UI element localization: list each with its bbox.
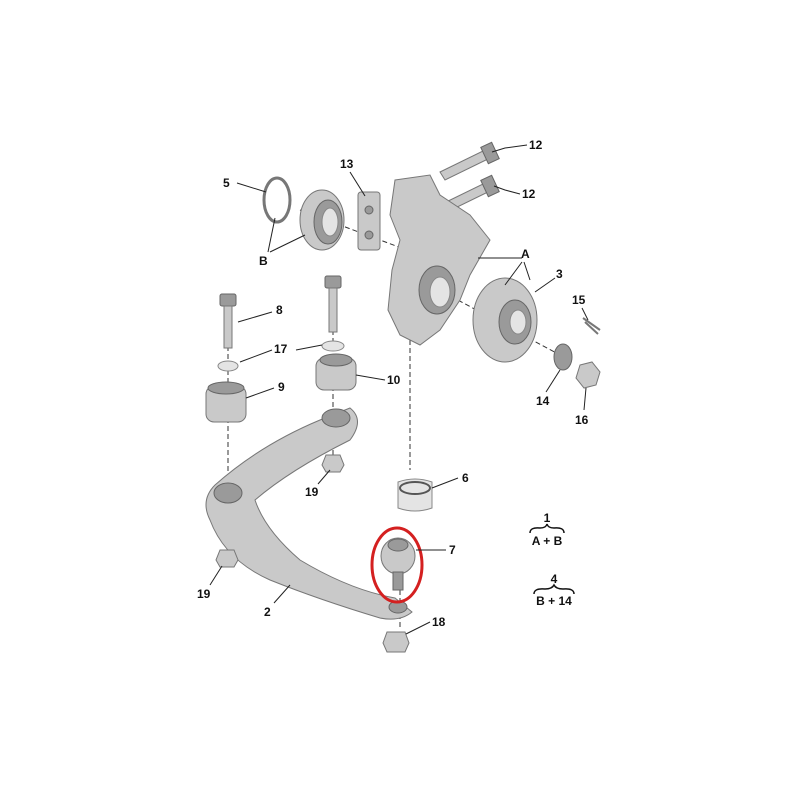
callout-5: 5 bbox=[223, 176, 230, 190]
callout-18: 18 bbox=[432, 615, 446, 629]
callout-16: 16 bbox=[575, 413, 589, 427]
kit-contents: A + B bbox=[532, 534, 563, 548]
nut-18 bbox=[382, 631, 410, 653]
bushing-10 bbox=[315, 353, 357, 391]
sensor-bracket-13 bbox=[357, 191, 381, 251]
bolt-8-left bbox=[219, 293, 237, 349]
callout-7: 7 bbox=[449, 543, 456, 557]
ball-joint-7 bbox=[380, 537, 416, 591]
callout-A: A bbox=[521, 247, 530, 261]
kit-contents: B + 14 bbox=[536, 594, 572, 608]
callout-12-lower: 12 bbox=[522, 187, 536, 201]
kit-number: 1 bbox=[544, 511, 551, 525]
kit-note-1: 1 A + B bbox=[529, 511, 565, 548]
brace-icon bbox=[533, 583, 575, 595]
callout-17: 17 bbox=[274, 342, 288, 356]
callout-19-upper: 19 bbox=[305, 485, 319, 499]
nut-19-upper bbox=[321, 454, 345, 473]
callout-14: 14 bbox=[536, 394, 550, 408]
bushing-9 bbox=[205, 381, 247, 423]
callout-13: 13 bbox=[340, 157, 354, 171]
kit-note-4: 4 B + 14 bbox=[533, 572, 575, 608]
kit-number: 4 bbox=[551, 572, 558, 586]
callout-2: 2 bbox=[264, 605, 271, 619]
bearing-part-14 bbox=[553, 343, 573, 371]
washer-17-left bbox=[217, 360, 239, 372]
hub-nut-16 bbox=[575, 361, 601, 389]
callout-10: 10 bbox=[387, 373, 401, 387]
wheel-hub-3 bbox=[472, 277, 538, 363]
leader-lines bbox=[209, 144, 589, 635]
callout-15: 15 bbox=[572, 293, 586, 307]
wheel-bearing-B bbox=[299, 189, 345, 251]
clamp-6 bbox=[397, 478, 433, 512]
lower-control-arm-2 bbox=[205, 407, 413, 620]
callout-8: 8 bbox=[276, 303, 283, 317]
brace-icon bbox=[529, 523, 565, 534]
callout-12-upper: 12 bbox=[529, 138, 543, 152]
washer-17-right bbox=[321, 340, 345, 352]
bolt-8-right bbox=[324, 275, 342, 333]
callout-9: 9 bbox=[278, 380, 285, 394]
steering-knuckle bbox=[387, 174, 491, 346]
callout-B: B bbox=[259, 254, 268, 268]
circlip-5 bbox=[262, 176, 292, 224]
highlight-circle bbox=[370, 526, 424, 604]
callout-6: 6 bbox=[462, 471, 469, 485]
bolt-12-upper bbox=[439, 141, 500, 181]
cotter-pin-15 bbox=[582, 317, 601, 335]
callout-19-lower: 19 bbox=[197, 587, 211, 601]
callout-3: 3 bbox=[556, 267, 563, 281]
nut-19-lower bbox=[215, 549, 239, 568]
